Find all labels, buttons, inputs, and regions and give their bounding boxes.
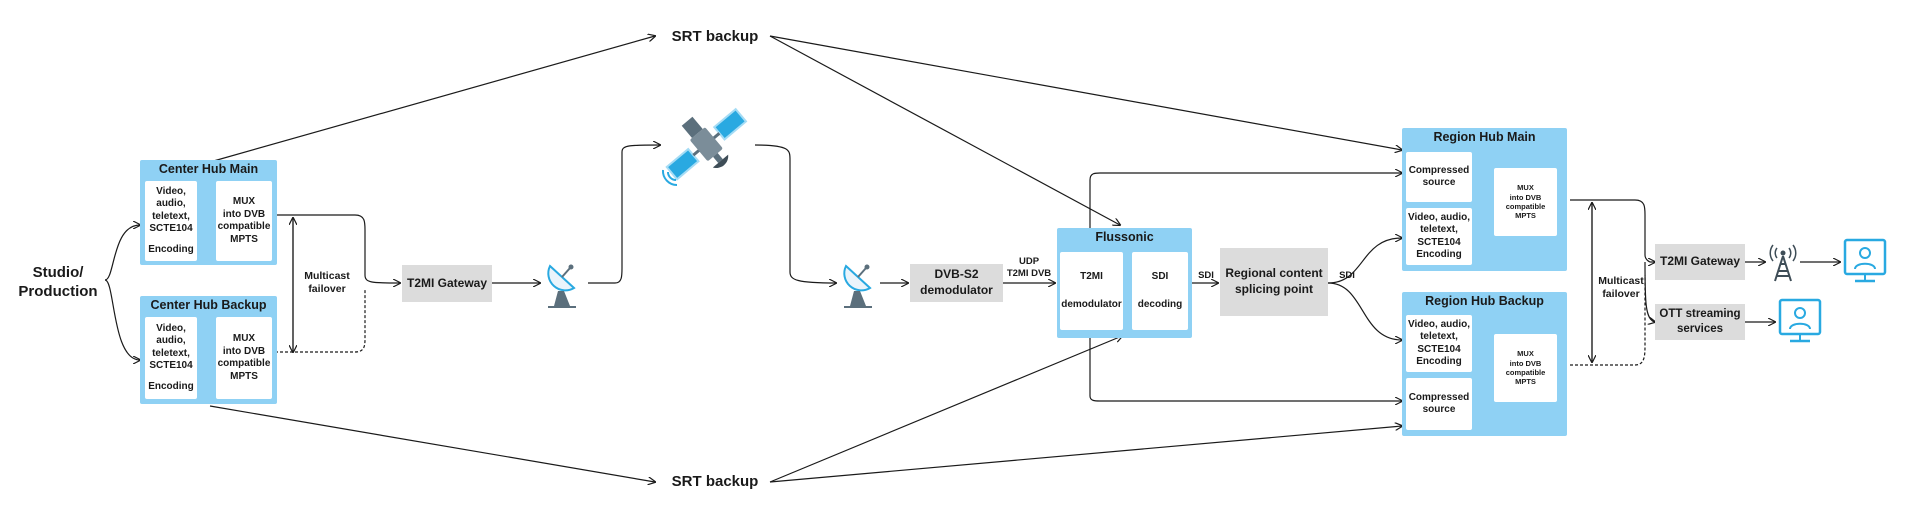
regional-line-1: Regional content: [1225, 266, 1323, 281]
decoding-line: decoding: [1137, 299, 1183, 310]
monitor-user-icon-ott: [1778, 298, 1822, 344]
studio-line-2: Production: [18, 282, 98, 300]
enc-line: SCTE104: [149, 223, 193, 235]
multicast-line: Multicast: [304, 270, 350, 282]
enc-label: Encoding: [1416, 249, 1462, 260]
mux-line: into DVB: [1509, 192, 1542, 202]
multicast-failover-left: Multicast failover: [296, 270, 358, 296]
mux-line: compatible: [1505, 368, 1546, 377]
enc-label: Encoding: [1416, 356, 1462, 367]
region-hub-backup: Region Hub Backup Video, audio, teletext…: [1402, 292, 1567, 436]
mux-line: compatible: [217, 358, 271, 369]
srt-backup-top: SRT backup: [671, 28, 759, 45]
enc-line: Video,: [156, 185, 186, 197]
region-backup-mux-box: MUX into DVB compatible MPTS: [1494, 334, 1557, 402]
region-main-compressed-source: Compressed source: [1406, 152, 1472, 202]
source-line: source: [1422, 177, 1456, 188]
flussonic-title: Flussonic: [1095, 230, 1154, 244]
ott-line-1: OTT streaming: [1659, 308, 1741, 321]
studio-production-label: Studio/ Production: [8, 264, 108, 302]
enc-line: audio,: [156, 335, 186, 347]
center-hub-backup: Center Hub Backup Video, audio, teletext…: [140, 296, 277, 404]
enc-line: SCTE104: [149, 360, 193, 372]
mux-line: compatible: [217, 221, 271, 232]
enc-line: Video, audio,: [1407, 211, 1471, 223]
t2mi-gateway-left: T2MI Gateway: [402, 265, 492, 302]
sdi-label-right: SDI: [1339, 270, 1355, 281]
regional-content-splicing-point: Regional content splicing point: [1220, 248, 1328, 316]
ott-line-2: services: [1676, 323, 1724, 335]
center-backup-encoding-box: Video, audio, teletext, SCTE104 Encoding: [145, 317, 197, 399]
center-main-mux-box: MUX into DVB compatible MPTS: [216, 181, 272, 261]
mux-line: MPTS: [1515, 211, 1536, 221]
mux-line: MUX: [1517, 349, 1534, 359]
region-hub-main-title: Region Hub Main: [1433, 130, 1536, 144]
enc-line: teletext,: [152, 210, 190, 222]
sdi-decoding-box: SDI decoding: [1132, 252, 1188, 330]
multicast-failover-right: Multicast failover: [1596, 275, 1646, 301]
mux-line: MUX: [1517, 183, 1534, 193]
mux-line: MUX: [232, 333, 256, 344]
t2mi-gateway-right: T2MI Gateway: [1655, 244, 1745, 280]
enc-line: teletext,: [1420, 224, 1458, 235]
region-main-encoding-box: Video, audio, teletext, SCTE104 Encoding: [1406, 208, 1472, 265]
srt-backup-bottom: SRT backup: [671, 473, 759, 490]
mux-line: into DVB: [222, 345, 266, 357]
center-hub-main-title: Center Hub Main: [158, 162, 259, 176]
mux-line: MPTS: [230, 370, 258, 382]
compressed-line: Compressed: [1408, 391, 1470, 403]
center-backup-mux-box: MUX into DVB compatible MPTS: [216, 317, 272, 399]
enc-line: SCTE104: [1417, 343, 1461, 355]
mux-line: compatible: [1505, 202, 1546, 211]
enc-line: SCTE104: [1417, 236, 1461, 248]
regional-line-2: splicing point: [1235, 282, 1313, 296]
center-hub-backup-title: Center Hub Backup: [150, 298, 267, 312]
enc-line: teletext,: [1420, 331, 1458, 342]
region-main-mux-box: MUX into DVB compatible MPTS: [1494, 168, 1557, 236]
satellite-icon: [660, 100, 755, 190]
ott-streaming-services: OTT streaming services: [1655, 304, 1745, 340]
sdi-label-left: SDI: [1198, 270, 1214, 281]
t2mi-line: T2MI: [1080, 270, 1103, 282]
region-hub-backup-title: Region Hub Backup: [1425, 294, 1544, 308]
enc-label: Encoding: [148, 380, 194, 392]
satellite-dish-icon: [540, 258, 586, 310]
studio-line-1: Studio/: [32, 264, 84, 281]
enc-label: Encoding: [148, 243, 194, 255]
center-hub-main: Center Hub Main Video, audio, teletext, …: [140, 160, 277, 265]
failover-line: failover: [1602, 288, 1640, 301]
center-main-encoding-box: Video, audio, teletext, SCTE104 Encoding: [145, 181, 197, 261]
region-hub-main: Region Hub Main Compressed source Video,…: [1402, 128, 1567, 271]
t2mi-demodulator-box: T2MI demodulator: [1060, 252, 1123, 330]
sdi-line: SDI: [1151, 270, 1169, 282]
satellite-dish-icon-receiver: [836, 258, 882, 310]
udp-line: UDP: [1018, 256, 1040, 267]
demodulator-line: demodulator: [1061, 299, 1122, 310]
udp-t2mi-dvb-label: UDP T2MI DVB: [1002, 256, 1056, 280]
mux-line: into DVB: [222, 208, 266, 220]
mux-line: MPTS: [1515, 377, 1536, 387]
broadcast-tower-icon: [1767, 244, 1799, 282]
dvb-line-1: DVB-S2: [934, 267, 979, 282]
mux-line: MUX: [232, 196, 256, 207]
monitor-user-icon: [1843, 238, 1887, 284]
region-backup-encoding-box: Video, audio, teletext, SCTE104 Encoding: [1406, 315, 1472, 372]
enc-line: Video,: [156, 322, 186, 334]
dvb-s2-demodulator: DVB-S2 demodulator: [910, 264, 1003, 302]
t2mi-dvb-line: T2MI DVB: [1006, 267, 1052, 279]
source-line: source: [1422, 404, 1456, 415]
region-backup-compressed-source: Compressed source: [1406, 378, 1472, 430]
enc-line: audio,: [156, 198, 186, 210]
flussonic-box: Flussonic T2MI demodulator SDI decoding: [1057, 228, 1192, 338]
enc-line: teletext,: [152, 347, 190, 359]
multicast-line: Multicast: [1598, 275, 1644, 287]
dvb-line-2: demodulator: [920, 283, 993, 297]
failover-line: failover: [308, 283, 346, 296]
compressed-line: Compressed: [1408, 164, 1470, 176]
mux-line: MPTS: [230, 233, 258, 245]
mux-line: into DVB: [1509, 358, 1542, 368]
enc-line: Video, audio,: [1407, 318, 1471, 330]
